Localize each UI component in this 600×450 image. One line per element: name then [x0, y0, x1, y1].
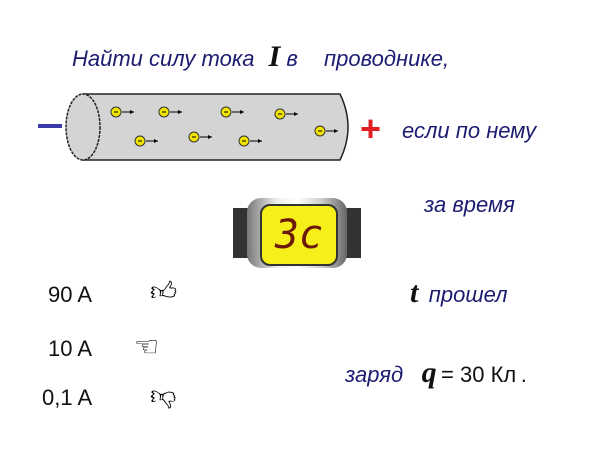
answer-10a[interactable]: 10 A — [48, 336, 92, 362]
text: проводнике, — [324, 46, 450, 71]
electron — [274, 108, 298, 120]
electron — [238, 135, 262, 147]
electron — [314, 125, 338, 137]
problem-line-2: если по нему — [402, 118, 537, 143]
var-time: t — [410, 276, 419, 309]
answer-label[interactable]: 10 A — [48, 336, 93, 361]
problem-line-1: Найти силу тока I в проводнике, — [72, 40, 449, 74]
electron — [134, 135, 158, 147]
electron — [188, 131, 212, 143]
text: прошел — [428, 282, 508, 307]
thumbs-up-icon[interactable]: 👍︎ — [150, 276, 178, 306]
problem-line-4: t прошел — [410, 276, 508, 310]
electron — [110, 106, 134, 118]
answer-label[interactable]: 90 A — [48, 282, 93, 307]
text: заряд — [345, 362, 404, 387]
plus-terminal: + — [360, 108, 382, 149]
var-charge: q — [421, 356, 437, 389]
answer-label[interactable]: 0,1 A — [42, 385, 93, 410]
problem-line-5: заряд q = 30 Кл . — [345, 356, 527, 390]
var-current: I — [268, 40, 281, 73]
thumbs-down-icon[interactable]: 👎︎ — [150, 380, 177, 410]
conductor — [65, 93, 349, 161]
problem-line-3: за время — [424, 192, 515, 217]
electron — [220, 106, 244, 118]
timer-watch: 3с — [233, 198, 361, 268]
minus-terminal — [38, 124, 62, 128]
timer-display: 3с — [274, 212, 324, 258]
pointing-hand-icon[interactable]: ☜ — [134, 331, 160, 362]
text: Найти силу тока — [72, 46, 255, 71]
electron — [158, 106, 182, 118]
period: . — [520, 362, 527, 387]
charge-value: = 30 Кл — [441, 362, 517, 387]
answer-0-1a[interactable]: 0,1 A — [42, 385, 92, 411]
answer-90a[interactable]: 90 A — [48, 282, 92, 308]
text: в — [286, 46, 298, 71]
